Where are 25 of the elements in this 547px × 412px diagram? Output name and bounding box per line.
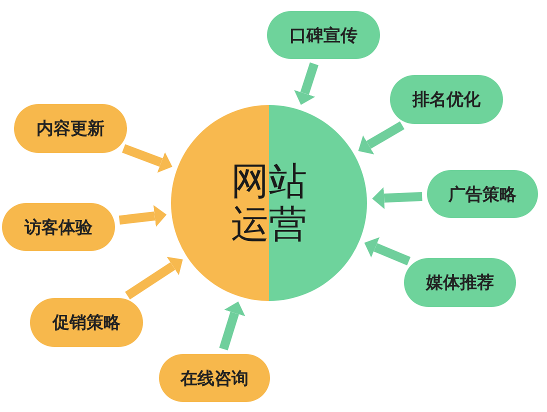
arrow	[118, 205, 167, 227]
topic-pill	[14, 104, 127, 153]
arrow	[372, 187, 422, 210]
topic-label: 排名优化	[412, 89, 480, 111]
topic-pill	[30, 298, 143, 347]
topic-pill	[427, 170, 538, 218]
topic-pill	[267, 11, 380, 59]
arrow	[294, 62, 318, 105]
topic-label: 媒体推荐	[426, 272, 494, 294]
arrow	[122, 144, 172, 173]
topic-label: 广告策略	[448, 184, 516, 206]
topic-pill	[2, 203, 115, 251]
circle-title: 网站运营	[230, 160, 308, 246]
topic-label: 在线咨询	[180, 368, 248, 390]
topic-label: 访客体验	[24, 216, 92, 238]
arrow	[219, 302, 246, 350]
arrow	[364, 237, 411, 266]
topic-pill	[159, 354, 270, 402]
topic-pill	[390, 75, 503, 124]
arrow	[358, 121, 404, 154]
topic-pill	[404, 258, 516, 307]
topic-label: 口碑宣传	[290, 24, 358, 46]
topic-label: 促销策略	[52, 312, 120, 334]
topic-label: 内容更新	[36, 118, 104, 140]
arrow	[125, 256, 183, 300]
